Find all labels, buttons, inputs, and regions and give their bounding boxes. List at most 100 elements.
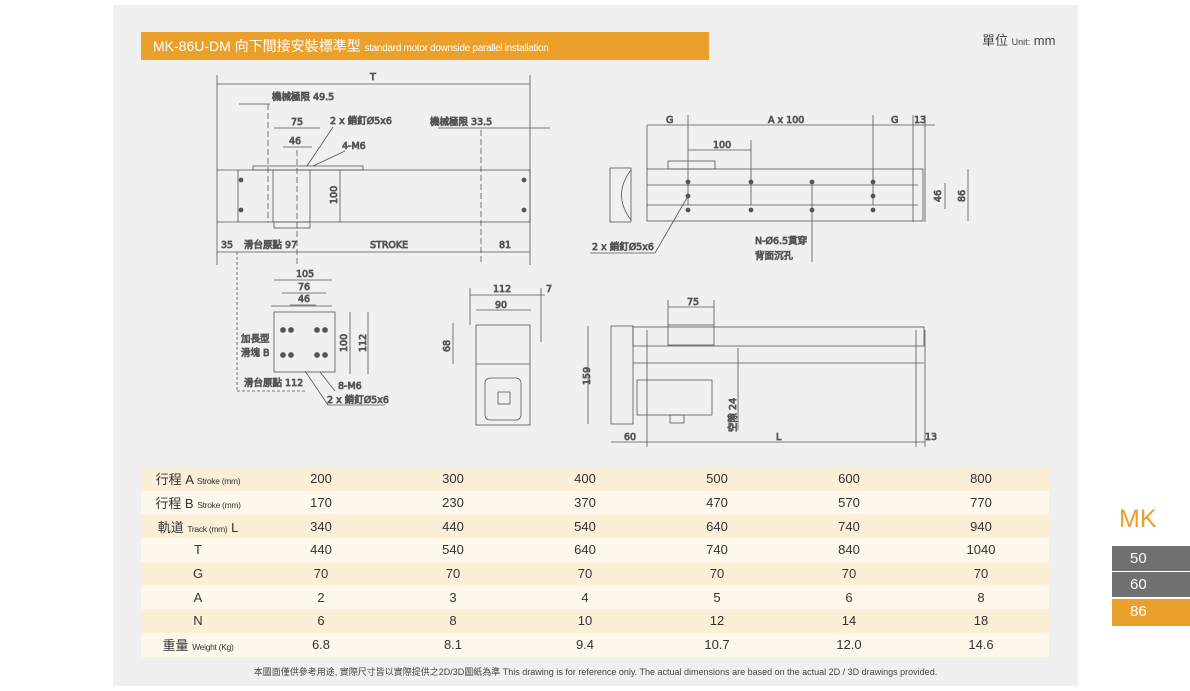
unit-zh: 單位 — [982, 33, 1009, 48]
table-cell: 800 — [970, 471, 992, 487]
row-label: 行程 A Stroke (mm) — [141, 469, 255, 488]
dim-105: 105 — [296, 269, 314, 280]
section-header: MK-86U-DM 向下間接安裝標準型 standard motor downs… — [141, 32, 709, 60]
row-label-sub: Stroke (mm) — [196, 476, 241, 487]
row-label-text: 行程 B — [155, 496, 194, 512]
slider-view-drawing: 105 76 46 加長型 滑塊 B 100 112 滑台原點 112 8-M6… — [237, 269, 389, 406]
dim-dowel-pin: 2 x 銷釘Ø5x6 — [330, 115, 392, 127]
table-cell: 10.7 — [704, 637, 730, 653]
unit-en: Unit: — [1011, 37, 1031, 47]
row-label: G — [141, 566, 255, 581]
dim-75: 75 — [291, 117, 303, 128]
motor-view-drawing: 75 159 空隙 24 60 L 13 — [582, 297, 937, 447]
dim-13: 13 — [914, 115, 926, 126]
table-cell: 3 — [449, 589, 457, 605]
dim-100: 100 — [339, 334, 350, 352]
table-cell: 70 — [709, 566, 725, 582]
table-cell: 440 — [442, 518, 464, 534]
table-cell: 8.1 — [443, 637, 463, 653]
table-cell: 70 — [313, 566, 329, 582]
row-label: 重量 Weight (Kg) — [141, 635, 255, 654]
table-cell: 170 — [310, 495, 332, 511]
dim-counterbore: 背面沉孔 — [755, 250, 794, 262]
table-cell: 70 — [973, 566, 989, 582]
table-cell: 4 — [581, 589, 589, 605]
dim-dowel-pin: 2 x 銷釘Ø5x6 — [592, 241, 654, 253]
dim-112: 112 — [493, 284, 511, 295]
disclaimer: 本圖面僅供參考用途, 實際尺寸皆以實際提供之2D/3D圖紙為準 This dra… — [253, 667, 938, 677]
tab-60[interactable]: 60 — [1112, 572, 1190, 597]
table-cell: 470 — [706, 495, 728, 511]
dim-G-left: G — [666, 115, 673, 126]
table-cell: 12 — [709, 613, 725, 629]
dim-gap-24: 空隙 24 — [727, 398, 739, 432]
row-label: 軌道 Track (mm) L — [141, 517, 255, 536]
dim-L: L — [776, 432, 782, 443]
table-cell: 9.4 — [575, 637, 595, 653]
table-cell: 2 — [317, 589, 325, 605]
row-label-suffix: L — [227, 519, 239, 535]
side-view-drawing: T 機械極限 49.5 75 2 x 銷釘Ø5x6 46 4-M6 機械極限 3… — [216, 72, 550, 390]
table-cell: 340 — [310, 518, 332, 534]
dim-75: 75 — [687, 297, 699, 308]
dim-origin-112: 滑台原點 112 — [244, 377, 303, 389]
dim-86: 86 — [957, 190, 968, 202]
table-cell: 5 — [713, 589, 721, 605]
dim-through-hole: N-Ø6.5貫穿 — [755, 235, 807, 247]
dim-90: 90 — [495, 300, 507, 311]
row-label: A — [141, 590, 255, 605]
table-cell: 640 — [706, 518, 728, 534]
row-label: 行程 B Stroke (mm) — [141, 493, 255, 512]
table-cell: 540 — [442, 542, 464, 558]
row-label-text: T — [194, 542, 202, 558]
dim-G-right: G — [891, 115, 898, 126]
dim-35: 35 — [221, 240, 233, 251]
dim-76: 76 — [298, 282, 310, 293]
row-label-text: 軌道 — [157, 519, 184, 535]
row-label-text: 重量 — [162, 638, 189, 654]
dim-100-pitch: 100 — [713, 140, 731, 151]
table-cell: 640 — [574, 542, 596, 558]
dim-4-m6: 4-M6 — [342, 141, 366, 152]
dim-T: T — [369, 72, 376, 83]
top-view-drawing: G A x 100 G 13 100 46 86 2 x 銷釘Ø5x6 N-Ø6… — [590, 115, 969, 262]
table-row: 重量 Weight (Kg) 6.8 8.1 9.4 10.7 12.0 14.6 — [141, 632, 1049, 657]
header-title: MK-86U-DM 向下間接安裝標準型 — [153, 38, 361, 54]
table-cell: 12.0 — [836, 637, 862, 653]
table-cell: 18 — [973, 613, 989, 629]
row-label-sub: Stroke (mm) — [197, 500, 241, 511]
table-cell: 70 — [577, 566, 593, 582]
dim-mech-limit-left: 機械極限 49.5 — [272, 91, 334, 103]
table-cell: 14.6 — [968, 637, 994, 653]
table-cell: 14 — [841, 613, 857, 629]
dim-dowel-pin: 2 x 銷釘Ø5x6 — [327, 394, 389, 406]
row-label-text: G — [192, 566, 204, 582]
table-cell: 8 — [977, 589, 985, 605]
table-cell: 6.8 — [311, 637, 331, 653]
table-cell: 840 — [838, 542, 860, 558]
table-cell: 6 — [845, 589, 853, 605]
table-cell: 70 — [445, 566, 461, 582]
series-brand: MK — [1119, 505, 1157, 533]
tab-86[interactable]: 86 — [1112, 599, 1190, 626]
dim-46: 46 — [298, 294, 310, 305]
dim-A-x-100: A x 100 — [768, 115, 804, 126]
tab-50[interactable]: 50 — [1112, 546, 1190, 571]
dim-100: 100 — [329, 186, 340, 204]
table-cell: 940 — [970, 518, 992, 534]
table-cell: 8 — [449, 613, 457, 629]
table-cell: 10 — [577, 613, 593, 629]
dim-112: 112 — [358, 334, 369, 352]
table-cell: 600 — [838, 471, 860, 487]
table-cell: 540 — [574, 518, 596, 534]
table-cell: 1040 — [966, 542, 996, 558]
end-view-drawing: 112 7 90 68 — [442, 284, 552, 426]
dim-7: 7 — [546, 284, 552, 295]
